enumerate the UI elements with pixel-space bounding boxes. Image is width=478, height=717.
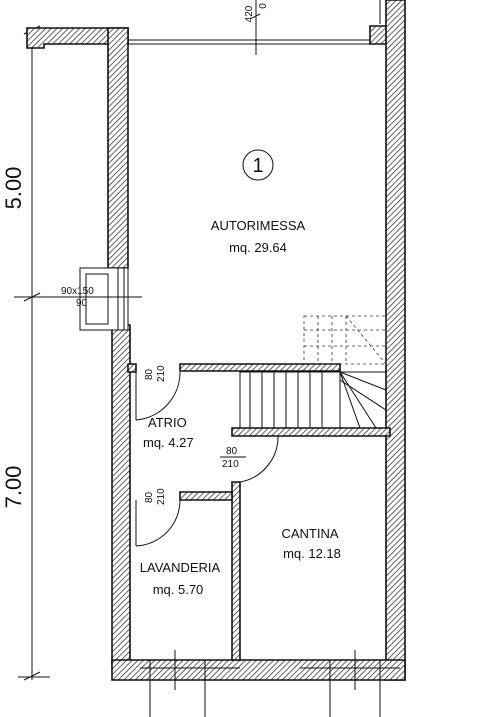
side-window-niche [62, 267, 142, 331]
top-cut-label-2: 0 [258, 3, 269, 9]
room-cantina-area: mq. 12.18 [283, 546, 341, 561]
garage-door-opening [128, 39, 370, 45]
dimension-upper-height: 5.00 [1, 167, 26, 210]
unit-marker-number: 1 [252, 155, 263, 177]
room-cantina-name: CANTINA [281, 526, 338, 541]
door-cantina [232, 435, 279, 483]
door-cantina-height: 210 [222, 459, 239, 470]
dimension-lower-height: 7.00 [1, 466, 26, 509]
unit-marker-circle [242, 149, 274, 181]
dimension-line-left [14, 25, 80, 681]
top-cut-label: 420 [244, 5, 255, 22]
top-cut-dimension [251, 0, 261, 55]
room-lavanderia-name: LAVANDERIA [140, 560, 221, 575]
door-atrio-top [135, 371, 181, 421]
room-autorimessa-name: AUTORIMESSA [211, 218, 306, 233]
room-atrio-area: mq. 4.27 [143, 435, 194, 450]
door-atrio-top-width: 80 [144, 368, 155, 380]
bottom-openings [140, 650, 400, 717]
door-lavanderia-width: 80 [144, 491, 155, 503]
door-cantina-width: 80 [226, 446, 238, 457]
room-atrio-name: ATRIO [148, 415, 187, 430]
staircase [239, 315, 387, 429]
window-height-label: 90 [76, 298, 88, 309]
window-width-label: 90x150 [61, 286, 94, 297]
walls [26, 0, 406, 681]
door-lavanderia [135, 499, 181, 547]
door-atrio-top-height: 210 [156, 365, 167, 382]
room-autorimessa-area: mq. 29.64 [229, 240, 287, 255]
door-lavanderia-height: 210 [156, 488, 167, 505]
room-lavanderia-area: mq. 5.70 [153, 582, 204, 597]
